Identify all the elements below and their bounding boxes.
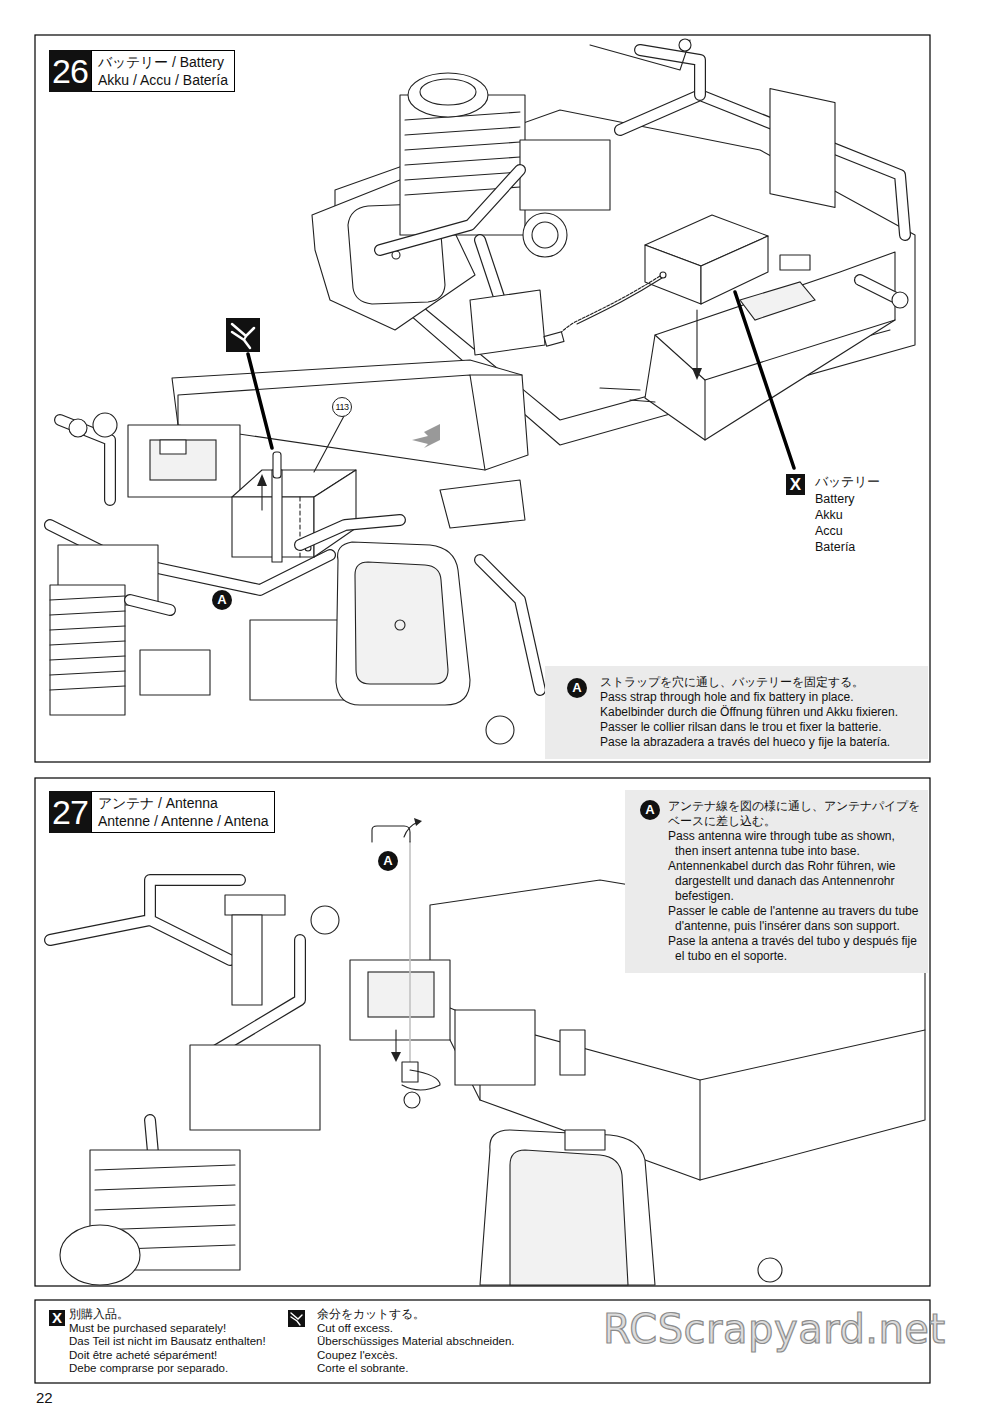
instruction-note: A ストラップを穴に通し、バッテリーを固定する。Pass strap throug…	[545, 666, 928, 759]
part-name: バッテリー	[815, 474, 880, 490]
legend-text: Debe comprarse por separado.	[69, 1362, 284, 1376]
cutter-icon	[288, 1310, 305, 1327]
step-title-box: アンテナ / AntennaAntenne / Antenne / Antena	[91, 791, 275, 833]
step-frame	[35, 35, 930, 762]
step-number: 26	[49, 50, 91, 92]
step-header: 27アンテナ / AntennaAntenne / Antenne / Ante…	[49, 791, 275, 833]
instruction-text: Antennenkabel durch das Rohr führen, wie…	[668, 859, 920, 904]
step-header: 26バッテリー / BatteryAkku / Accu / Batería	[49, 50, 235, 92]
legend-text: Cut off excess.	[317, 1322, 597, 1336]
instruction-note: A アンテナ線を図の様に通し、アンテナパイプをベースに差し込む。Pass ante…	[625, 790, 928, 973]
purchase-separately-icon: X	[786, 474, 805, 495]
callout-number: 113	[332, 397, 352, 417]
legend-entry: 余分をカットする。Cut off excess.Überschüssiges M…	[317, 1308, 597, 1376]
step-title: バッテリー / Battery	[98, 53, 228, 71]
legend-text: Überschüssiges Material abschneiden.	[317, 1335, 597, 1349]
callout-letter: A	[640, 800, 660, 820]
cutter-icon	[226, 318, 272, 448]
legend-text: Must be purchased separately!	[69, 1322, 284, 1336]
battery-drawing	[544, 215, 794, 468]
legend-text: 余分をカットする。	[317, 1308, 597, 1322]
closeup-drawing	[50, 360, 540, 744]
legend-text: Das Teil ist nicht im Bausatz enthalten!	[69, 1335, 284, 1349]
step-frame	[35, 778, 930, 1286]
instruction-text: Kabelbinder durch die Öffnung führen und…	[600, 705, 920, 720]
legend-entry: X 別購入品。Must be purchased separately!Das T…	[49, 1308, 284, 1376]
instruction-text: Passer le collier rilsan dans le trou et…	[600, 720, 920, 735]
callout-letter: A	[378, 851, 398, 871]
part-name: Accu	[815, 523, 843, 539]
step-title: アンテナ / Antenna	[98, 794, 268, 812]
purchase-separately-icon: X	[49, 1310, 65, 1326]
page-number: 22	[36, 1390, 53, 1406]
legend-text: Doit être acheté séparément!	[69, 1349, 284, 1363]
instruction-text: Pass antenna wire through tube as shown,…	[668, 829, 920, 859]
legend-text: Coupez l'excès.	[317, 1349, 597, 1363]
instruction-text: Pass strap through hole and fix battery …	[600, 690, 920, 705]
step-title-box: バッテリー / BatteryAkku / Accu / Batería	[91, 50, 235, 92]
legend-text: Corte el sobrante.	[317, 1362, 597, 1376]
part-name: Akku	[815, 507, 843, 523]
part-name: Battery	[815, 491, 855, 507]
step-title: Antenne / Antenne / Antena	[98, 812, 268, 830]
instruction-text: Pase la abrazadera a través del hueco y …	[600, 735, 920, 750]
instruction-text: アンテナ線を図の様に通し、アンテナパイプをベースに差し込む。	[668, 799, 920, 829]
callout-letter: A	[212, 590, 232, 610]
step-number: 27	[49, 791, 91, 833]
watermark: RCScrapyard.net	[603, 1304, 946, 1354]
step-title: Akku / Accu / Batería	[98, 71, 228, 89]
legend-text: 別購入品。	[69, 1308, 284, 1322]
part-name: Batería	[815, 539, 855, 555]
instruction-text: Pase la antena a través del tubo y despu…	[668, 934, 920, 964]
instruction-text: ストラップを穴に通し、バッテリーを固定する。	[600, 675, 920, 690]
instruction-text: Passer le cable de l'antenne au travers …	[668, 904, 920, 934]
callout-letter: A	[567, 678, 587, 698]
